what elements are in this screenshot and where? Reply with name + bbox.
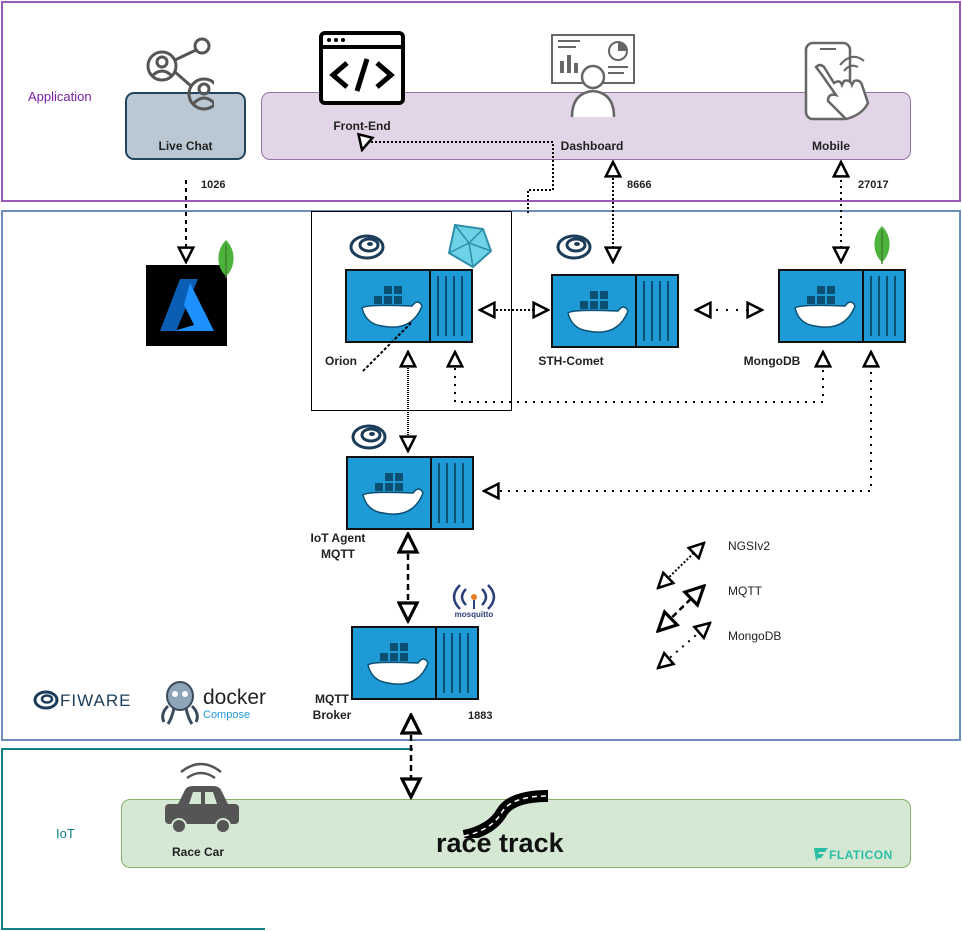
- fiware-logo-text: FIWARE: [60, 691, 132, 710]
- legend-mqtt-label: MQTT: [728, 584, 762, 598]
- dashboard-monitor-icon: [551, 34, 635, 118]
- mongodb-leaf-icon-azure: [218, 240, 234, 278]
- application-layer-label: Application: [28, 89, 92, 104]
- legend-mongodb-label: MongoDB: [728, 629, 782, 643]
- fiware-iot-agent-icon: [351, 424, 387, 450]
- docker-compose-octopus-icon: [161, 681, 199, 725]
- front-end-label: Front-End: [333, 119, 391, 133]
- race-car-label: Race Car: [171, 845, 225, 859]
- iot-layer-label: IoT: [56, 826, 75, 841]
- legend-ngsi-label: NGSIv2: [728, 539, 771, 553]
- live-chat-box[interactable]: [125, 92, 246, 160]
- fiware-orion-icon: [349, 234, 385, 260]
- iot-layer: [1, 748, 413, 930]
- mqtt-broker-label-line1: MQTT: [315, 692, 349, 706]
- port-mobile: 27017: [858, 179, 889, 191]
- port-mqtt-broker: 1883: [468, 710, 493, 722]
- orion-label: Orion: [325, 354, 357, 368]
- port-dashboard: 8666: [627, 179, 652, 191]
- dashboard-label: Dashboard: [560, 139, 624, 153]
- docker-logo-text: docker: [203, 686, 267, 709]
- mqtt-broker-label-line2: Broker: [312, 708, 352, 722]
- mosquitto-icon: [452, 584, 496, 610]
- race-car-icon: [165, 762, 239, 834]
- application-layer: [1, 1, 961, 202]
- mongodb-container[interactable]: [777, 268, 909, 346]
- mobile-label: Mobile: [812, 139, 850, 153]
- share-user-icon: [146, 37, 214, 111]
- port-live-chat: 1026: [201, 179, 226, 191]
- iot-agent-label-line2: MQTT: [321, 547, 355, 561]
- iot-layer-bottom-edge: [1, 928, 265, 930]
- mongodb-leaf-icon: [874, 226, 890, 264]
- sth-comet-container[interactable]: [550, 273, 682, 351]
- live-chat-label: Live Chat: [158, 139, 213, 153]
- iot-band: [121, 799, 911, 868]
- mobile-touch-icon: [804, 41, 870, 121]
- fiware-logo-icon: [33, 690, 59, 710]
- flaticon-logo-icon: [814, 848, 828, 861]
- mosquitto-label: mosquitto: [454, 610, 494, 619]
- road-icon: [462, 790, 549, 838]
- orion-container[interactable]: [344, 268, 476, 346]
- context-crystal-icon: [447, 223, 493, 269]
- flaticon-logo-text: FLATICON: [829, 848, 893, 862]
- iot-agent-container[interactable]: [345, 455, 477, 533]
- iot-agent-label-line1: IoT Agent: [310, 531, 366, 545]
- mqtt-broker-container[interactable]: [350, 625, 482, 703]
- fiware-sth-icon: [556, 234, 592, 260]
- code-window-icon: [319, 31, 405, 105]
- compose-logo-text: Compose: [203, 709, 251, 721]
- azure-logo-icon: [146, 265, 227, 346]
- race-track-title: race track: [436, 828, 564, 858]
